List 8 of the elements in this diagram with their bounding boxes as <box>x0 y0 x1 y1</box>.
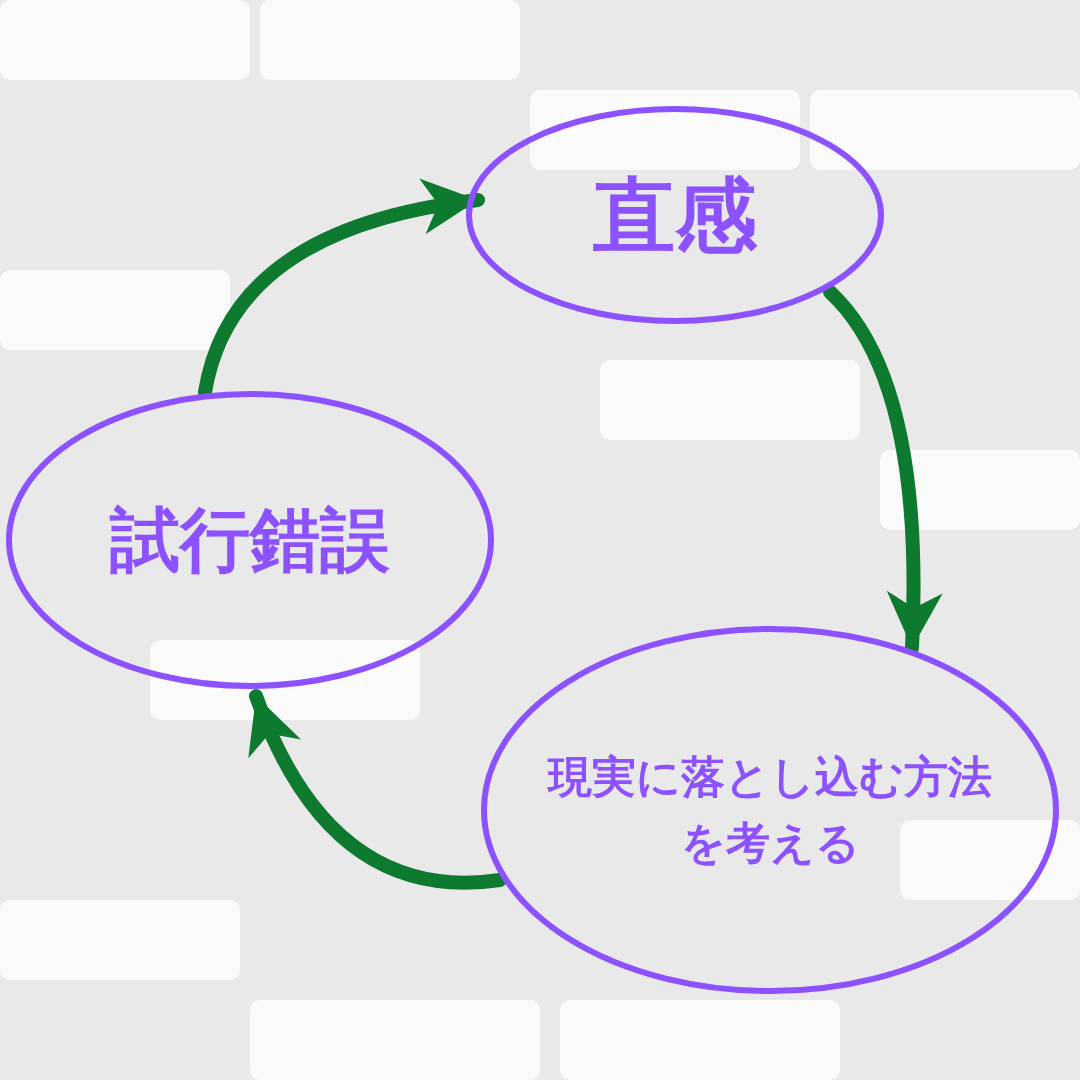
curved-arrow <box>823 285 942 655</box>
node-label: 直感 <box>593 166 757 265</box>
node-label: 現実に落とし込む方法を考える <box>546 750 993 870</box>
ellipse <box>5 390 495 690</box>
curved-arrow <box>249 689 507 890</box>
ellipse <box>465 105 885 325</box>
node-label: 試行錯誤 <box>110 497 390 583</box>
ellipse <box>480 625 1060 995</box>
